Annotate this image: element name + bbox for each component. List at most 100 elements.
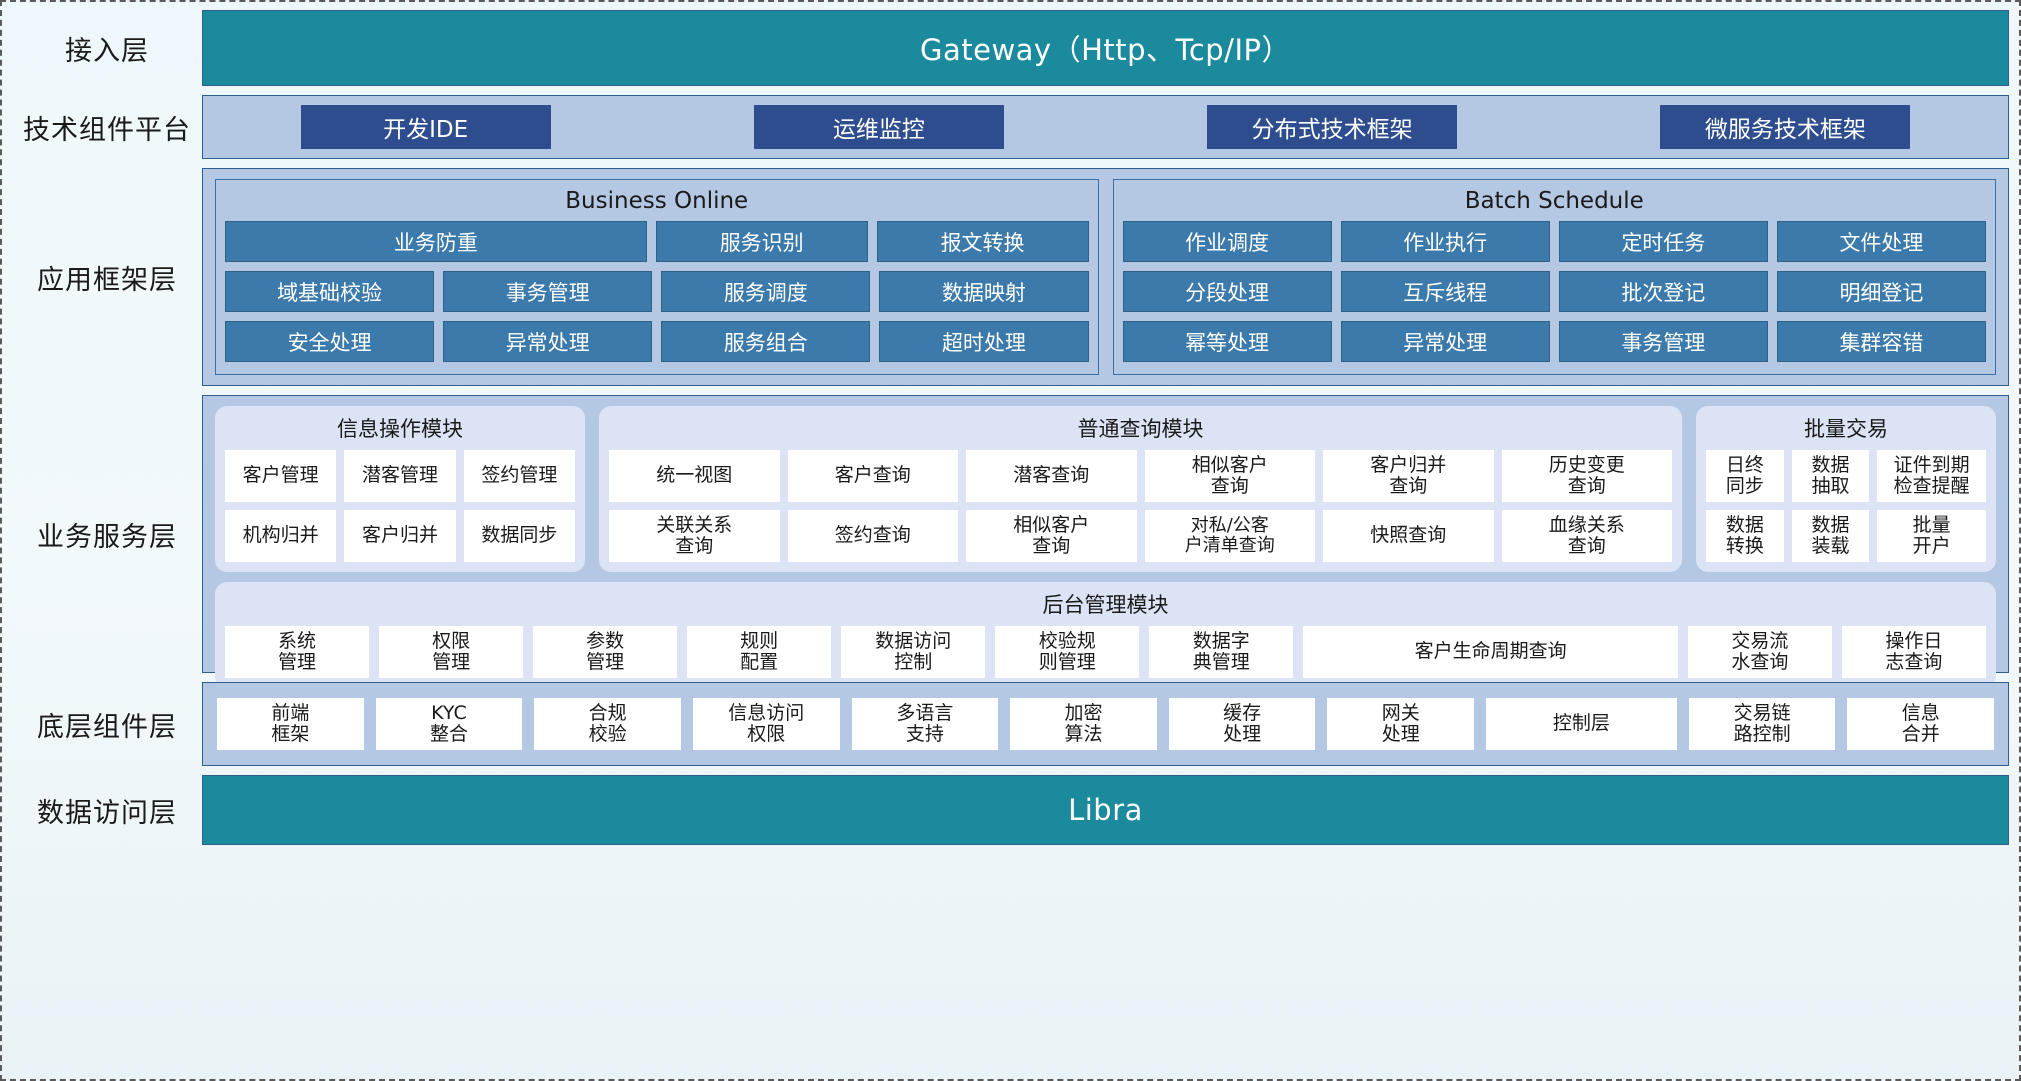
biz-chip-permission-manage[interactable]: 权限 管理 xyxy=(379,626,524,678)
module-info-operation: 信息操作模块 客户管理 潜客管理 签约管理 机构归并 客户归并 数据同步 xyxy=(215,406,585,572)
biz-chip-data-load[interactable]: 数据 装载 xyxy=(1791,510,1870,562)
module-title-info-operation: 信息操作模块 xyxy=(337,417,463,441)
group-row: 业务防重 服务识别 报文转换 xyxy=(225,221,1089,262)
layer-base-components: 底层组件层 前端 框架 KYC 整合 合规 校验 信息访问 权限 多语言 支持 … xyxy=(12,682,2009,766)
group-row: 幂等处理 异常处理 事务管理 集群容错 xyxy=(1122,321,1986,362)
base-chip-multilanguage-support[interactable]: 多语言 支持 xyxy=(851,698,999,750)
module-row: 系统 管理 权限 管理 参数 管理 规则 配置 数据访问 控制 校验规 则管理 … xyxy=(225,626,1986,678)
app-chip-file-handle[interactable]: 文件处理 xyxy=(1776,221,1986,262)
biz-chip-customer-manage[interactable]: 客户管理 xyxy=(225,450,337,502)
app-chip-idempotent-handle[interactable]: 幂等处理 xyxy=(1122,321,1332,362)
app-chip-service-schedule[interactable]: 服务调度 xyxy=(661,271,871,312)
app-framework-panel: Business Online 业务防重 服务识别 报文转换 域基础校验 事务管… xyxy=(202,168,2009,386)
biz-chip-customer-merge-query[interactable]: 客户归并 查询 xyxy=(1323,450,1494,502)
biz-chip-data-extract[interactable]: 数据 抽取 xyxy=(1791,450,1870,502)
base-chip-gateway-handling[interactable]: 网关 处理 xyxy=(1327,698,1475,750)
base-chip-frontend-framework[interactable]: 前端 框架 xyxy=(217,698,364,750)
base-chip-cache-handling[interactable]: 缓存 处理 xyxy=(1168,698,1316,750)
app-chip-job-schedule[interactable]: 作业调度 xyxy=(1122,221,1332,262)
gateway-bar: Gateway（Http、Tcp/IP） xyxy=(202,10,2009,86)
layer-label-base-components: 底层组件层 xyxy=(37,711,177,743)
tech-chip-dev-ide[interactable]: 开发IDE xyxy=(300,105,551,149)
biz-chip-similar-customer-query[interactable]: 相似客户 查询 xyxy=(1144,450,1315,502)
biz-chip-parameter-manage[interactable]: 参数 管理 xyxy=(533,626,678,678)
biz-chip-cert-expiry-reminder[interactable]: 证件到期 检查提醒 xyxy=(1877,450,1986,502)
app-chip-exception-handle[interactable]: 异常处理 xyxy=(443,321,653,362)
module-row: 数据 转换 数据 装载 批量 开户 xyxy=(1706,510,1986,562)
group-title-business-online: Business Online xyxy=(565,188,749,214)
app-chip-batch-register[interactable]: 批次登记 xyxy=(1558,271,1768,312)
base-chip-info-access-permission[interactable]: 信息访问 权限 xyxy=(692,698,840,750)
biz-chip-data-dictionary-manage[interactable]: 数据字 典管理 xyxy=(1149,626,1294,678)
biz-chip-relation-query[interactable]: 关联关系 查询 xyxy=(609,510,780,562)
app-chip-batch-exception-handle[interactable]: 异常处理 xyxy=(1340,321,1550,362)
base-chip-encryption-algorithm[interactable]: 加密 算法 xyxy=(1010,698,1157,750)
biz-chip-data-sync[interactable]: 数据同步 xyxy=(463,510,575,562)
app-chip-service-compose[interactable]: 服务组合 xyxy=(661,321,871,362)
biz-chip-eod-sync[interactable]: 日终 同步 xyxy=(1706,450,1784,502)
app-chip-cluster-fault-tolerance[interactable]: 集群容错 xyxy=(1776,321,1986,362)
biz-chip-batch-account-open[interactable]: 批量 开户 xyxy=(1877,510,1986,562)
biz-chip-transaction-flow-query[interactable]: 交易流 水查询 xyxy=(1687,626,1832,678)
app-chip-security-handle[interactable]: 安全处理 xyxy=(225,321,435,362)
app-chip-batch-transaction-manage[interactable]: 事务管理 xyxy=(1558,321,1768,362)
base-chip-kyc-integration[interactable]: KYC 整合 xyxy=(375,698,523,750)
app-chip-message-convert[interactable]: 报文转换 xyxy=(876,221,1089,262)
module-row: 日终 同步 数据 抽取 证件到期 检查提醒 xyxy=(1706,450,1986,502)
app-chip-timed-task[interactable]: 定时任务 xyxy=(1558,221,1768,262)
group-row: 作业调度 作业执行 定时任务 文件处理 xyxy=(1122,221,1986,262)
group-row: 域基础校验 事务管理 服务调度 数据映射 xyxy=(225,271,1089,312)
biz-chip-prospect-manage[interactable]: 潜客管理 xyxy=(344,450,456,502)
tech-platform-panel: 开发IDE 运维监控 分布式技术框架 微服务技术框架 xyxy=(202,95,2009,159)
app-chip-service-identify[interactable]: 服务识别 xyxy=(655,221,868,262)
app-chip-timeout-handle[interactable]: 超时处理 xyxy=(879,321,1089,362)
app-chip-mutex-thread[interactable]: 互斥线程 xyxy=(1340,271,1550,312)
biz-chip-unified-view[interactable]: 统一视图 xyxy=(609,450,780,502)
base-chip-control-layer[interactable]: 控制层 xyxy=(1486,698,1677,750)
biz-chip-lineage-query[interactable]: 血缘关系 查询 xyxy=(1501,510,1672,562)
group-title-batch-schedule: Batch Schedule xyxy=(1464,188,1644,214)
biz-chip-snapshot-query[interactable]: 快照查询 xyxy=(1323,510,1494,562)
module-title-batch-transaction: 批量交易 xyxy=(1804,417,1888,441)
app-chip-business-dedup[interactable]: 业务防重 xyxy=(225,221,647,262)
biz-chip-customer-query[interactable]: 客户查询 xyxy=(787,450,958,502)
layer-business-service: 业务服务层 信息操作模块 客户管理 潜客管理 签约管理 xyxy=(12,395,2009,688)
biz-chip-contract-query[interactable]: 签约查询 xyxy=(787,510,958,562)
biz-chip-operation-log-query[interactable]: 操作日 志查询 xyxy=(1841,626,1986,678)
module-row: 机构归并 客户归并 数据同步 xyxy=(225,510,575,562)
biz-chip-org-merge[interactable]: 机构归并 xyxy=(225,510,337,562)
biz-chip-contract-manage[interactable]: 签约管理 xyxy=(463,450,575,502)
base-chip-info-merge[interactable]: 信息 合并 xyxy=(1847,698,1995,750)
biz-chip-system-manage[interactable]: 系统 管理 xyxy=(225,626,370,678)
biz-chip-similar-customer-query-2[interactable]: 相似客户 查询 xyxy=(966,510,1137,562)
app-chip-data-mapping[interactable]: 数据映射 xyxy=(879,271,1089,312)
base-chip-compliance-check[interactable]: 合规 校验 xyxy=(534,698,681,750)
tech-chip-distributed-framework[interactable]: 分布式技术框架 xyxy=(1207,105,1458,149)
layer-label-tech-platform: 技术组件平台 xyxy=(23,114,191,146)
group-row: 安全处理 异常处理 服务组合 超时处理 xyxy=(225,321,1089,362)
tech-chip-microservice-framework[interactable]: 微服务技术框架 xyxy=(1660,105,1911,149)
layer-label-access: 接入层 xyxy=(65,35,149,67)
module-row: 统一视图 客户查询 潜客查询 相似客户 查询 客户归并 查询 历史变更 查询 xyxy=(609,450,1672,502)
libra-bar: Libra xyxy=(202,775,2009,845)
app-chip-transaction-manage[interactable]: 事务管理 xyxy=(443,271,653,312)
app-chip-segment-handle[interactable]: 分段处理 xyxy=(1122,271,1332,312)
biz-chip-data-transform[interactable]: 数据 转换 xyxy=(1706,510,1784,562)
module-row: 客户管理 潜客管理 签约管理 xyxy=(225,450,575,502)
module-row: 关联关系 查询 签约查询 相似客户 查询 对私/公客 户清单查询 快照查询 血缘… xyxy=(609,510,1672,562)
base-chip-transaction-chain-control[interactable]: 交易链 路控制 xyxy=(1688,698,1836,750)
layer-access: 接入层 Gateway（Http、Tcp/IP） xyxy=(12,10,2009,86)
biz-chip-history-change-query[interactable]: 历史变更 查询 xyxy=(1501,450,1672,502)
biz-chip-private-public-customer-list-query[interactable]: 对私/公客 户清单查询 xyxy=(1144,510,1315,562)
app-chip-detail-register[interactable]: 明细登记 xyxy=(1776,271,1986,312)
biz-chip-customer-merge[interactable]: 客户归并 xyxy=(344,510,456,562)
biz-chip-data-access-control[interactable]: 数据访问 控制 xyxy=(841,626,986,678)
tech-chip-ops-monitor[interactable]: 运维监控 xyxy=(753,105,1004,149)
app-chip-job-execute[interactable]: 作业执行 xyxy=(1340,221,1550,262)
app-chip-domain-basic-validate[interactable]: 域基础校验 xyxy=(225,271,435,312)
biz-chip-prospect-query[interactable]: 潜客查询 xyxy=(966,450,1137,502)
biz-chip-validation-rule-manage[interactable]: 校验规 则管理 xyxy=(995,626,1140,678)
biz-chip-rule-config[interactable]: 规则 配置 xyxy=(687,626,832,678)
biz-chip-customer-lifecycle-query[interactable]: 客户生命周期查询 xyxy=(1303,626,1678,678)
